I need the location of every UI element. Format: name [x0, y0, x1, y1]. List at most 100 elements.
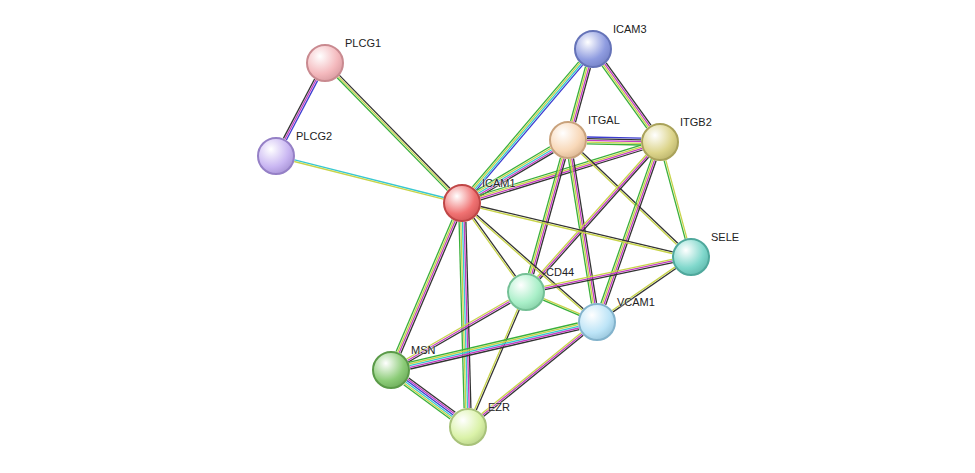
evidence-strand	[407, 381, 453, 415]
evidence-strand	[604, 160, 654, 304]
evidence-strand	[408, 302, 510, 361]
evidence-strand	[405, 383, 451, 417]
evidence-strand	[480, 153, 553, 197]
evidence-strand	[482, 333, 582, 414]
evidence-strand	[613, 269, 676, 312]
node-label: PLCG2	[296, 130, 332, 143]
protein-node: MSN	[372, 351, 410, 389]
node-label: SELE	[711, 231, 739, 244]
interaction-edge	[404, 378, 456, 419]
evidence-strand	[481, 207, 673, 252]
protein-node: SELE	[672, 238, 710, 276]
protein-node: ICAM3	[574, 30, 612, 68]
evidence-strand	[283, 79, 314, 138]
interaction-edge	[475, 309, 520, 410]
node-label: ICAM3	[613, 23, 647, 36]
protein-node: ICAM1	[443, 184, 481, 222]
evidence-strand	[532, 159, 564, 274]
evidence-strand	[340, 75, 450, 188]
evidence-strand	[606, 161, 656, 305]
interaction-edge	[612, 267, 676, 312]
evidence-strand	[664, 161, 685, 239]
evidence-strand	[587, 144, 641, 145]
evidence-strand	[483, 334, 583, 415]
evidence-strand	[476, 310, 519, 410]
node-label: PLCG1	[345, 37, 381, 50]
protein-node: EZR	[449, 408, 487, 446]
evidence-strand	[410, 328, 579, 367]
evidence-strand	[410, 330, 579, 369]
interaction-edge	[409, 323, 580, 369]
node-label: CD44	[546, 266, 574, 279]
evidence-strand	[398, 220, 454, 352]
evidence-strand	[479, 151, 552, 195]
evidence-strand	[396, 220, 452, 352]
evidence-strand	[474, 218, 516, 276]
interaction-edge	[537, 155, 648, 279]
evidence-strand	[544, 299, 580, 314]
evidence-strand	[545, 263, 673, 290]
evidence-strand	[408, 379, 454, 413]
evidence-strand	[587, 139, 641, 140]
interaction-edge	[571, 67, 591, 123]
protein-node: ITGAL	[549, 121, 587, 159]
evidence-strand	[666, 160, 687, 238]
evidence-strand	[587, 142, 641, 143]
evidence-strand	[477, 147, 550, 191]
interaction-edge	[476, 215, 584, 310]
evidence-strand	[399, 221, 455, 353]
evidence-strand	[574, 68, 589, 122]
evidence-strand	[543, 300, 579, 315]
evidence-strand	[404, 385, 451, 419]
interaction-edge	[294, 160, 444, 199]
protein-node: CD44	[507, 273, 545, 311]
evidence-strand	[534, 159, 566, 274]
interaction-edge	[337, 75, 450, 190]
evidence-strand	[295, 160, 444, 198]
evidence-strand	[480, 208, 672, 253]
protein-node: VCAM1	[578, 303, 616, 341]
interaction-edge	[664, 160, 687, 239]
protein-node: PLCG1	[306, 44, 344, 82]
protein-node: PLCG2	[257, 137, 295, 175]
node-label: VCAM1	[617, 296, 655, 309]
interaction-edge	[459, 222, 471, 408]
interaction-edge	[543, 299, 580, 316]
evidence-strand	[478, 150, 551, 194]
evidence-strand	[472, 219, 514, 277]
node-label: EZR	[488, 401, 510, 414]
protein-node: ITGB2	[641, 123, 679, 161]
node-label: ITGAL	[588, 114, 620, 127]
evidence-strand	[603, 160, 653, 304]
interaction-edge	[601, 159, 656, 305]
evidence-strand	[294, 162, 443, 200]
interaction-edge	[477, 147, 554, 196]
evidence-strand	[478, 148, 551, 192]
interaction-edge	[544, 259, 673, 289]
node-label: ITGB2	[680, 116, 712, 129]
evidence-strand	[612, 267, 675, 310]
evidence-strand	[581, 154, 676, 245]
evidence-strand	[406, 382, 452, 416]
evidence-strand	[587, 140, 641, 141]
evidence-strand	[476, 216, 583, 310]
evidence-strand	[338, 77, 448, 190]
evidence-strand	[601, 159, 651, 303]
node-label: ICAM1	[482, 177, 516, 190]
evidence-strand	[587, 137, 641, 138]
evidence-strand	[571, 67, 586, 121]
evidence-strand	[408, 303, 510, 362]
interaction-edge	[587, 137, 641, 145]
evidence-strand	[572, 67, 587, 121]
interaction-edge	[396, 220, 457, 354]
interaction-edge	[482, 333, 584, 417]
evidence-strand	[337, 78, 447, 191]
evidence-strand	[409, 378, 456, 412]
interaction-edge	[472, 218, 515, 277]
evidence-strand	[484, 335, 584, 416]
evidence-strand	[459, 222, 464, 408]
evidence-strand	[537, 155, 646, 277]
evidence-strand	[401, 222, 457, 354]
